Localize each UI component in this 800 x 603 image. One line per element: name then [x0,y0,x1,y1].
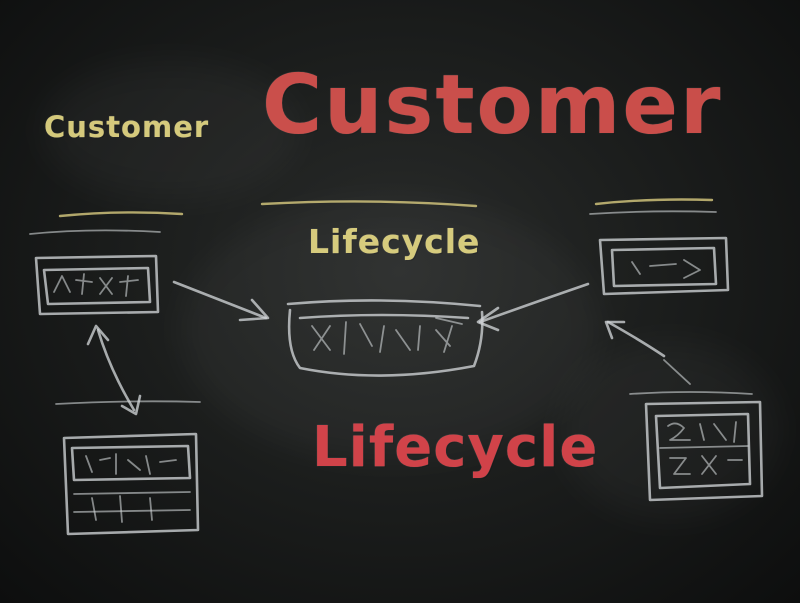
title-customer-large: Customer [262,58,723,153]
bottom-right-box [629,391,764,502]
top-right-box [589,210,730,296]
arrow-right-to-center [435,282,590,332]
bottom-left-box [55,400,201,536]
title-customer-small: Customer [44,110,210,144]
label-lifecycle-large: Lifecycle [312,415,599,480]
center-database [286,299,484,377]
top-left-underline [58,211,184,218]
center-top-line [260,200,478,208]
arrow-right-diagonal [604,320,691,385]
arrow-left-to-center [172,280,270,322]
top-left-box [29,229,161,316]
top-right-line [594,198,714,206]
label-lifecycle-small: Lifecycle [308,222,481,261]
